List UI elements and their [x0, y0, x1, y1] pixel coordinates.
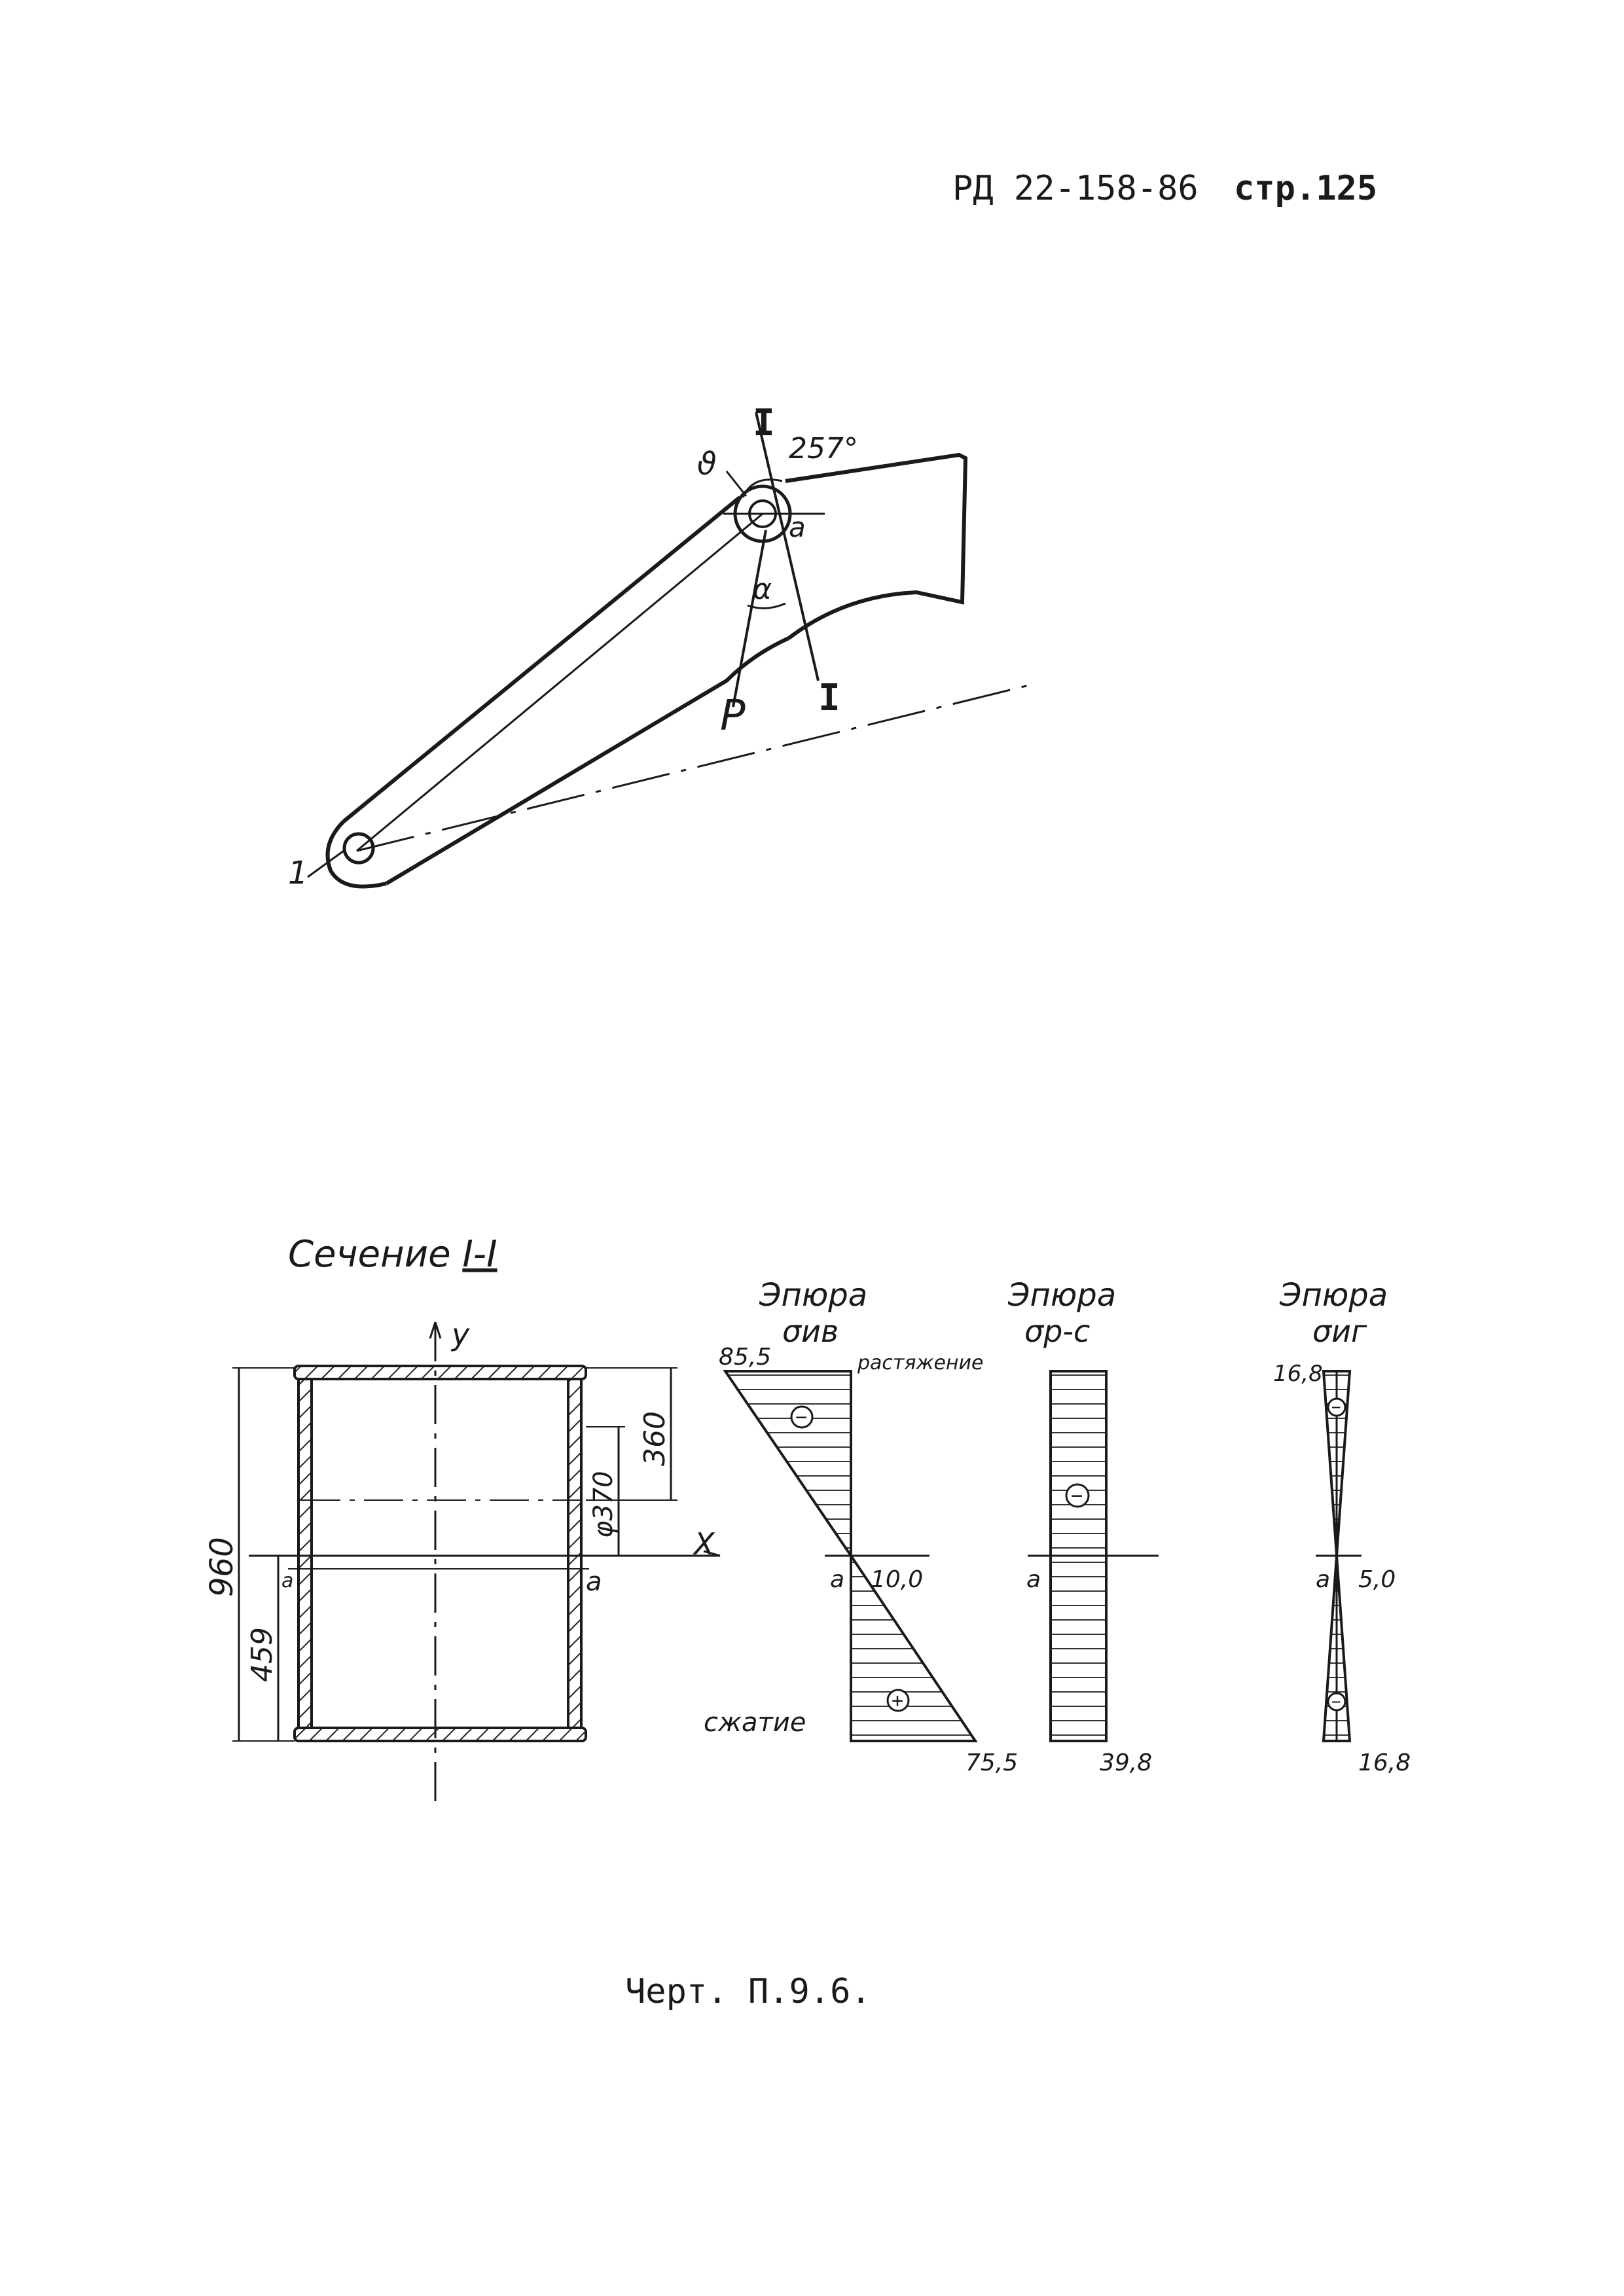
- left-web: [297, 1378, 313, 1729]
- alpha-label: α: [753, 573, 772, 606]
- y-axis-arrow-r: [434, 1321, 442, 1339]
- section-labels: y X 960 459 360 φ370 a a: [204, 1317, 715, 1682]
- d2-symbol: σр-с: [1024, 1314, 1090, 1349]
- point-a-label: a: [789, 511, 806, 543]
- d1-bottom-value: 75,5: [965, 1749, 1018, 1776]
- point-right-label: a: [586, 1567, 602, 1597]
- boom-view: [307, 412, 1035, 889]
- svg-text:Сечение I-I: Сечение I-I: [288, 1233, 497, 1276]
- boom-upper-chord: [342, 495, 741, 823]
- d2-sign-circle: [1065, 1483, 1090, 1508]
- document-code: РД 22-158-86: [952, 169, 1199, 208]
- section-title-mark: I-I: [462, 1233, 497, 1276]
- boom-pivot-cap: [325, 819, 387, 889]
- d1-symbol: σив: [782, 1314, 839, 1349]
- y-axis-arrow-l: [429, 1321, 437, 1339]
- section-mark-bottom: I: [818, 677, 840, 719]
- d3-symbol: σиг: [1312, 1314, 1367, 1349]
- d3-top-sign-circle: [1327, 1397, 1346, 1417]
- angle-label: 257°: [789, 432, 858, 465]
- d2-value: 39,8: [1100, 1749, 1152, 1776]
- d2-title: Эпюра: [1007, 1277, 1116, 1314]
- d1-mid-value: 10,0: [871, 1566, 923, 1593]
- d1-title: Эпюра: [759, 1277, 867, 1314]
- dim-hole-label: φ370: [588, 1471, 619, 1538]
- stress-diagram-bending-vertical: Эпюра σив − + 85,5 растяжение a 10,0 сжа…: [704, 1277, 1018, 1776]
- d3-bottom-sign-circle: [1327, 1692, 1346, 1712]
- axis-x-label: X: [693, 1526, 715, 1562]
- bottom-flange: [293, 1727, 587, 1742]
- pivot-label: 1: [288, 855, 308, 891]
- force-line-p: [732, 529, 767, 708]
- d3-bottom-value: 16,8: [1358, 1749, 1411, 1776]
- page-header: РД 22-158-86 стр.125: [952, 169, 1377, 208]
- axis-y-label: y: [450, 1317, 470, 1352]
- section-title: Сечение I-I: [288, 1233, 497, 1276]
- force-label: P: [720, 692, 746, 740]
- figure-caption: Черт. П.9.6.: [625, 1972, 871, 2011]
- top-flange: [293, 1365, 587, 1380]
- d1-top-value: 85,5: [719, 1344, 771, 1371]
- section-mark-top: I: [753, 402, 775, 444]
- theta-label: ϑ: [697, 446, 717, 482]
- d3-top-sign: −: [1331, 1398, 1341, 1416]
- d3-point-label: a: [1316, 1566, 1330, 1593]
- d3-bottom-sign: −: [1331, 1693, 1341, 1711]
- right-web: [567, 1378, 583, 1729]
- point-left-label: a: [281, 1570, 293, 1592]
- dim-lower-label: 459: [245, 1627, 279, 1682]
- d2-sign: −: [1071, 1484, 1083, 1507]
- d1-compression-label: сжатие: [704, 1708, 806, 1738]
- d1-tension-label: растяжение: [857, 1352, 984, 1374]
- d1-bottom-sign: +: [892, 1689, 903, 1712]
- boom-labels: I I 257° ϑ a α P 1: [288, 402, 858, 891]
- x-axis-arrow: [703, 1550, 721, 1557]
- dim-height-label: 960: [204, 1537, 240, 1597]
- alpha-arc: [747, 602, 786, 609]
- stress-diagram-bending-horizontal: Эпюра σиг − − 16,8 a 5,0 16,8: [1273, 1277, 1411, 1776]
- d3-top-value: 16,8: [1273, 1361, 1323, 1387]
- d1-top-sign: −: [795, 1406, 807, 1429]
- d2-point-label: a: [1026, 1566, 1041, 1593]
- boom-head-outline: [785, 452, 968, 640]
- section-title-prefix: Сечение: [288, 1233, 462, 1276]
- section-line-i: [755, 412, 820, 681]
- cross-section: [232, 1321, 721, 1806]
- d1-point-label: a: [830, 1566, 844, 1593]
- pivot-hole: [342, 832, 375, 865]
- boom-axis-line: [356, 512, 763, 852]
- dim-upper-label: 360: [638, 1411, 672, 1466]
- page-reference: стр.125: [1234, 169, 1377, 208]
- d3-title: Эпюра: [1279, 1277, 1388, 1314]
- d1-bottom-sign-circle: [886, 1689, 910, 1712]
- boom-lower-chord: [385, 636, 790, 886]
- reference-line: [356, 683, 1035, 852]
- d1-upper-triangle: [723, 1370, 852, 1560]
- d1-top-sign-circle: [790, 1405, 814, 1429]
- stress-diagram-tension-compression: Эпюра σр-с − a 39,8: [1007, 1277, 1159, 1776]
- theta-leader: [725, 471, 748, 497]
- d3-mid-value: 5,0: [1358, 1566, 1396, 1593]
- pivot-leader: [307, 850, 344, 878]
